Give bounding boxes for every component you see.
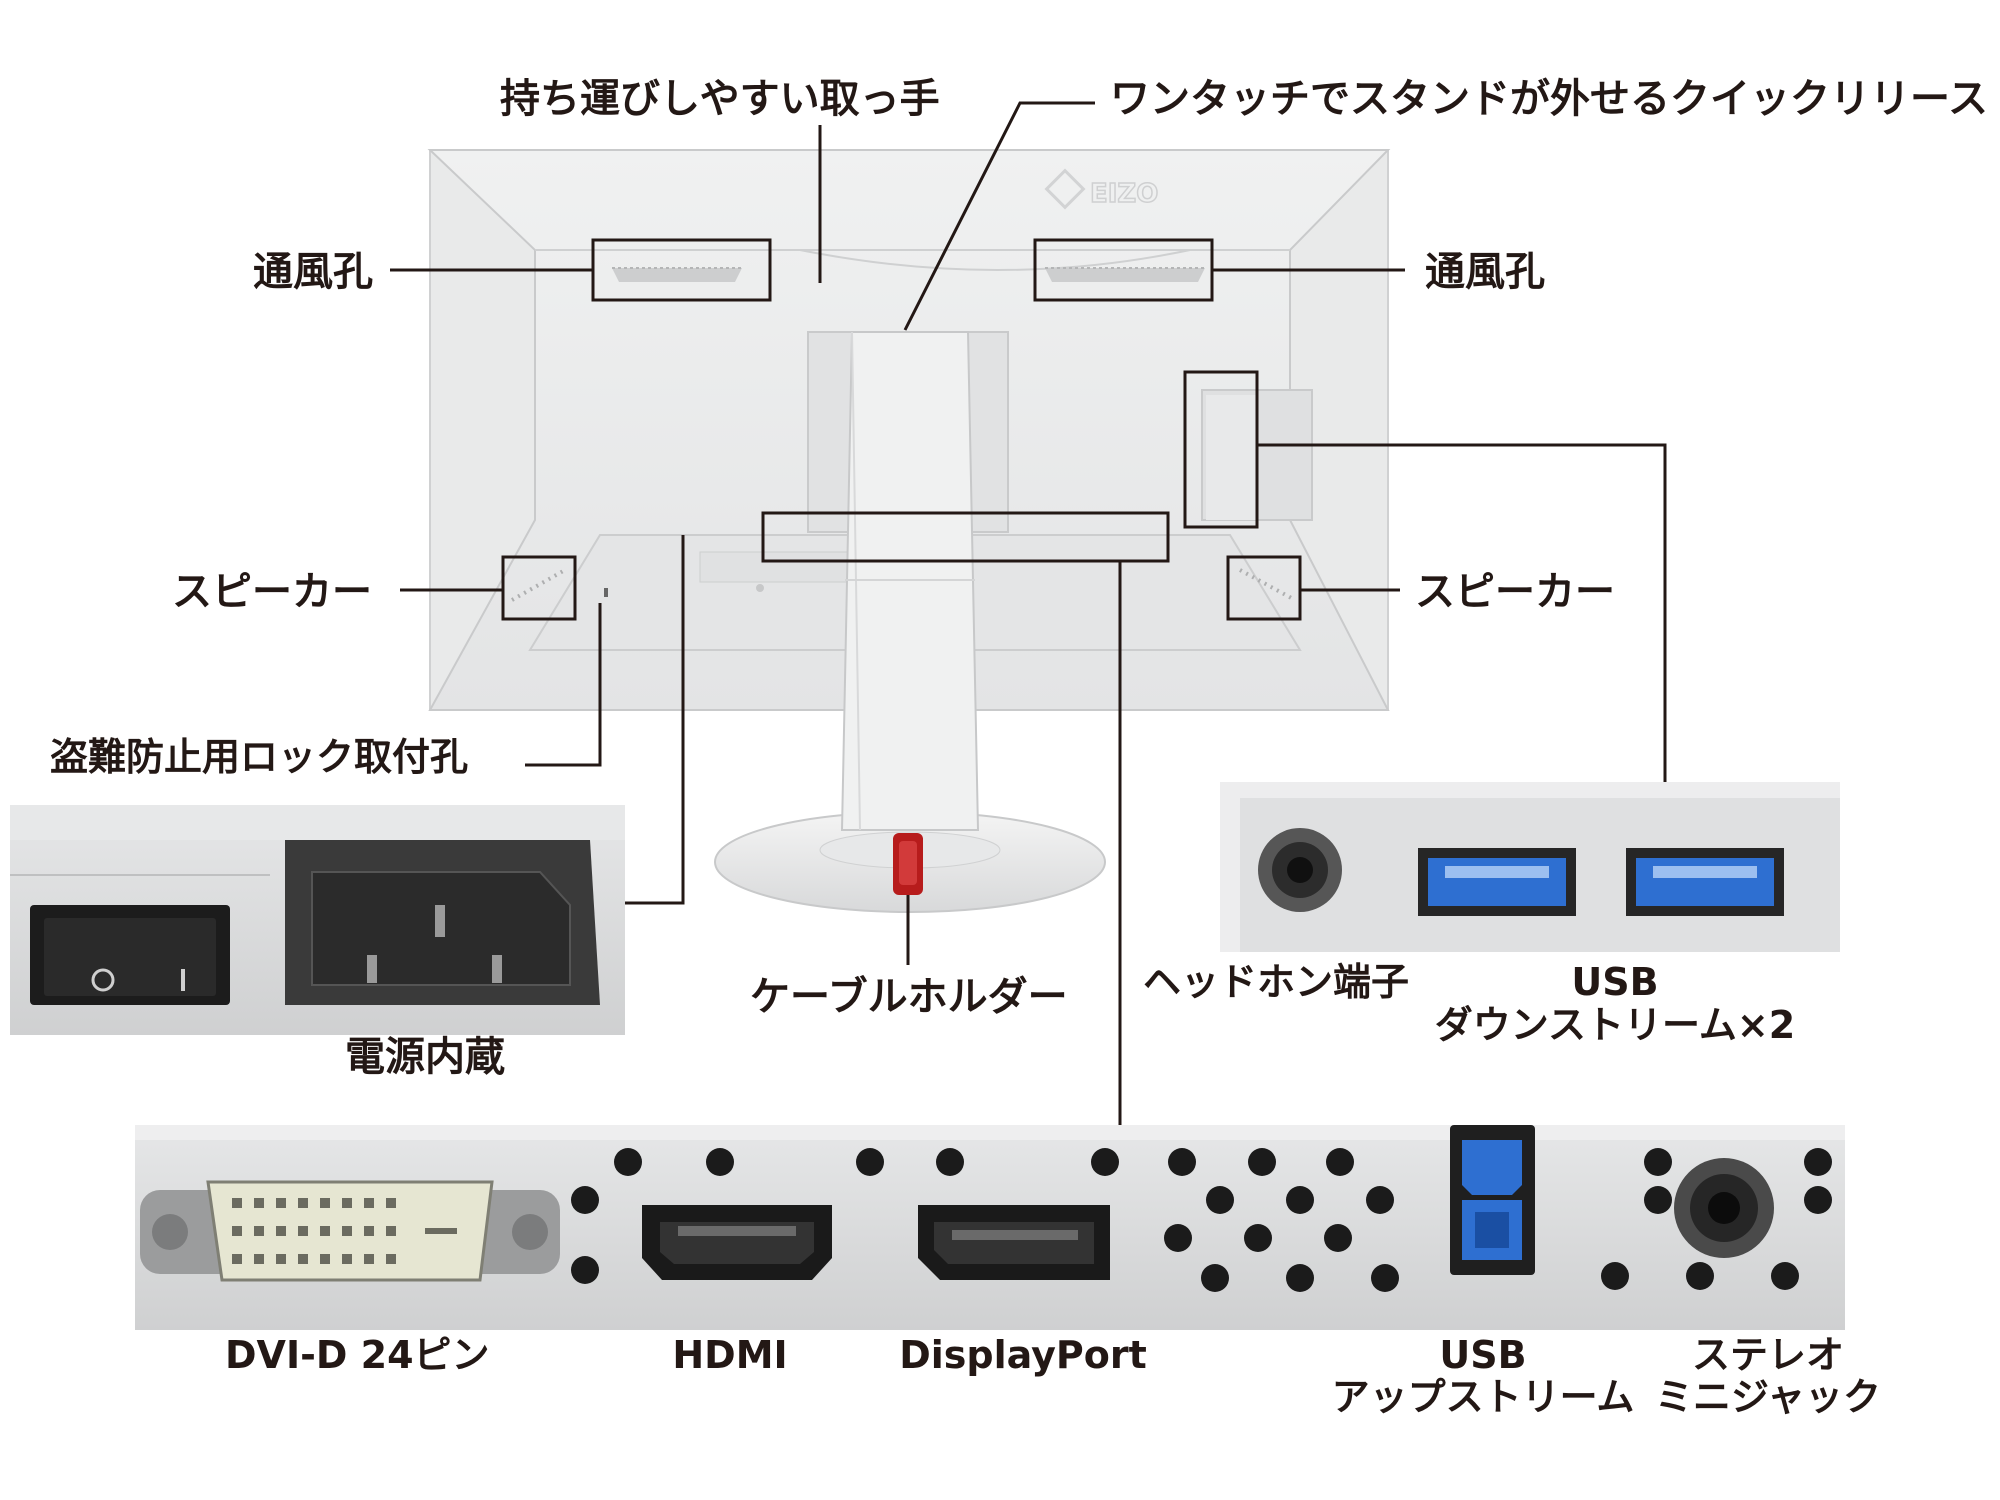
leader-lines bbox=[390, 101, 1667, 1125]
usb-a-port-1 bbox=[1418, 848, 1576, 916]
handle-recess bbox=[799, 249, 1191, 271]
label-vent-right: 通風孔 bbox=[1425, 249, 1545, 295]
stand bbox=[714, 331, 1106, 913]
label-speaker-right: スピーカー bbox=[1415, 569, 1615, 615]
label-quick-release: ワンタッチでスタンドが外せるクイックリリース bbox=[1110, 76, 1988, 122]
displayport-port bbox=[918, 1205, 1110, 1280]
speaker-left bbox=[511, 568, 566, 602]
speaker-right-box bbox=[1226, 555, 1302, 621]
label-cable-holder: ケーブルホルダー bbox=[750, 974, 1068, 1020]
side-ports-inset bbox=[1220, 782, 1840, 952]
label-stereo-line2: ミニジャック bbox=[1655, 1375, 1881, 1419]
label-stereo-line1: ステレオ bbox=[1692, 1333, 1844, 1377]
dvi-port bbox=[140, 1180, 560, 1282]
label-power: 電源内蔵 bbox=[345, 1034, 505, 1080]
label-dvi: DVI-D 24ピン bbox=[225, 1333, 490, 1377]
label-handle: 持ち運びしやすい取っ手 bbox=[500, 76, 940, 122]
hdmi-port bbox=[642, 1205, 832, 1280]
power-switch bbox=[30, 905, 230, 1005]
label-headphone: ヘッドホン端子 bbox=[1143, 960, 1409, 1004]
leader-security-slot bbox=[525, 603, 602, 767]
power-inset bbox=[10, 805, 625, 1035]
power-inlet bbox=[285, 840, 600, 1005]
switch-on-symbol bbox=[181, 969, 185, 991]
label-usb-down-line1: USB bbox=[1571, 960, 1658, 1004]
speaker-left-box bbox=[501, 555, 577, 621]
label-vent-left: 通風孔 bbox=[253, 249, 373, 295]
label-hdmi: HDMI bbox=[672, 1333, 787, 1377]
usb-a-port-2 bbox=[1626, 848, 1784, 916]
vent-left bbox=[612, 267, 742, 282]
label-usb-up-line2: アップストリーム bbox=[1332, 1375, 1635, 1419]
headphone-jack bbox=[1258, 828, 1342, 912]
bottom-ports-box bbox=[761, 511, 1170, 563]
side-ports-box bbox=[1183, 370, 1259, 529]
bottom-vent-holes bbox=[571, 1148, 1832, 1292]
bottom-ports-inset bbox=[135, 1125, 1845, 1330]
logo-text: EIZO bbox=[1090, 179, 1158, 209]
eizo-logo: EIZO bbox=[1044, 168, 1159, 210]
vent-right bbox=[1045, 267, 1205, 282]
stereo-mini-jack bbox=[1674, 1158, 1774, 1258]
leader-quick-release bbox=[903, 101, 1095, 331]
label-speaker-left: スピーカー bbox=[172, 569, 372, 615]
leader-power bbox=[625, 535, 685, 905]
label-security-slot: 盗難防止用ロック取付孔 bbox=[50, 735, 468, 779]
switch-off-symbol bbox=[91, 968, 115, 992]
label-usb-up-line1: USB bbox=[1439, 1333, 1526, 1377]
label-displayport: DisplayPort bbox=[899, 1333, 1147, 1377]
highlight-boxes bbox=[501, 238, 1302, 621]
usb-b-port bbox=[1450, 1125, 1535, 1275]
label-usb-down-line2: ダウンストリーム×2 bbox=[1435, 1003, 1795, 1047]
security-slot bbox=[604, 588, 608, 597]
leader-side-ports bbox=[1257, 443, 1667, 782]
